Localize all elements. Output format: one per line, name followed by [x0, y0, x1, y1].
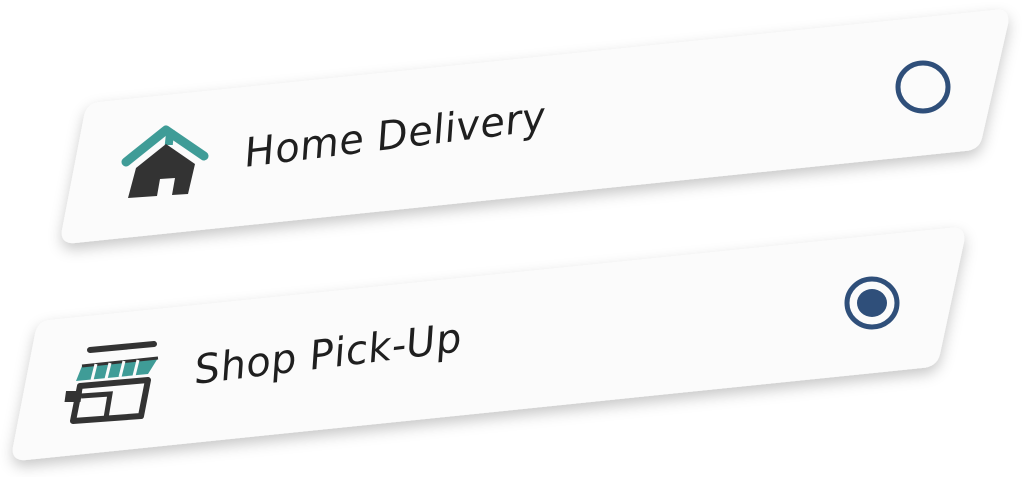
- house-icon: [121, 125, 209, 198]
- shop-pick-up-radio[interactable]: [844, 276, 900, 330]
- shop-pick-up-card[interactable]: [12, 227, 965, 461]
- home-delivery-radio[interactable]: [895, 60, 951, 114]
- home-delivery-card[interactable]: [61, 9, 1009, 244]
- option-shop-pick-up[interactable]: [12, 227, 965, 461]
- option-home-delivery[interactable]: [61, 9, 1009, 244]
- storefront-icon: [64, 341, 159, 424]
